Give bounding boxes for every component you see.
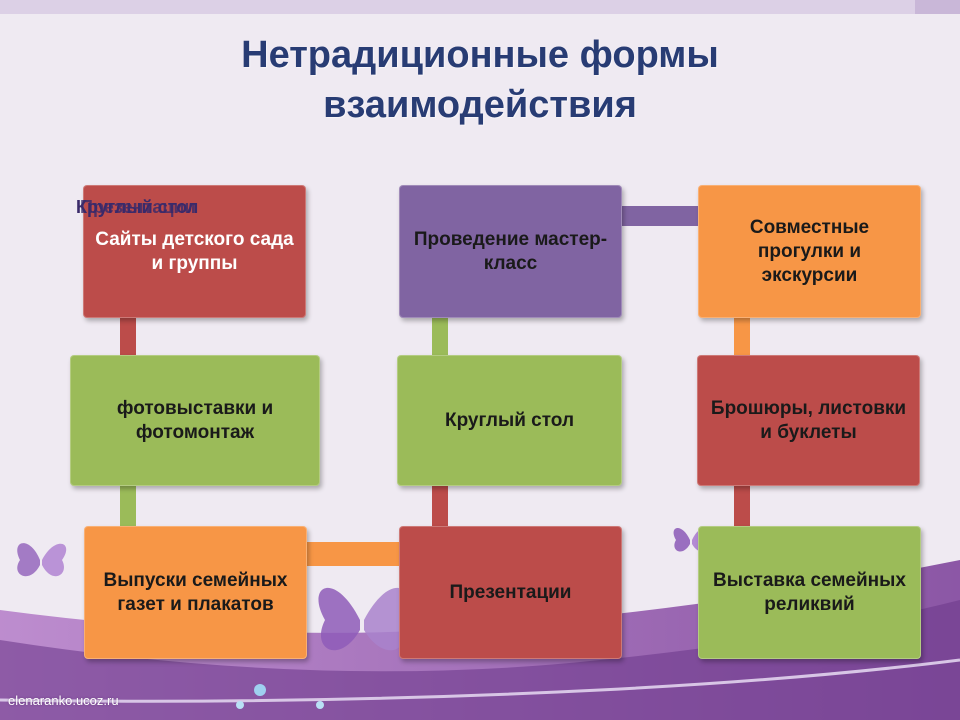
overlap-label-presentations: Презентации	[80, 197, 196, 217]
box-photo: фотовыставки и фотомонтаж	[70, 355, 320, 486]
box-presentations: Презентации	[399, 526, 622, 659]
connector	[734, 318, 750, 356]
box-roundtable-label: Круглый стол	[444, 409, 575, 431]
title-line-1: Нетрадиционные формы	[241, 34, 719, 76]
box-newspapers-label: Выпуски семейных газет и плакатов	[103, 569, 288, 615]
box-sites-label: Сайты детского сада и группы	[95, 228, 294, 274]
butterfly-icon	[17, 543, 67, 577]
box-brochures: Брошюры, листовки и буклеты	[697, 355, 920, 486]
connector	[432, 318, 448, 356]
box-masterclass-label: Проведение мастер-класс	[413, 228, 608, 274]
box-presentations-label: Презентации	[449, 581, 572, 603]
box-brochures-label: Брошюры, листовки и буклеты	[710, 397, 907, 443]
box-masterclass: Проведение мастер-класс	[399, 185, 622, 318]
box-relics: Выставка семейных реликвий	[698, 526, 921, 659]
bottom-swoosh-dark	[0, 600, 960, 720]
connector	[734, 486, 750, 526]
box-walks: Совместные прогулки и экскурсии	[698, 185, 921, 318]
box-roundtable: Круглый стол	[397, 355, 622, 486]
swoosh-highlight	[0, 658, 960, 703]
connector	[120, 318, 136, 356]
butterfly-icon	[318, 587, 407, 651]
box-relics-label: Выставка семейных реликвий	[713, 569, 906, 615]
box-sites: Сайты детского сада и группы	[83, 185, 306, 318]
box-walks-label: Совместные прогулки и экскурсии	[749, 216, 870, 286]
connector	[307, 542, 400, 566]
top-strip	[0, 0, 960, 14]
connector	[432, 486, 448, 526]
box-photo-label: фотовыставки и фотомонтаж	[116, 397, 274, 443]
connector	[622, 206, 699, 226]
connector	[120, 486, 136, 526]
footer-watermark: elenaranko.ucoz.ru	[8, 693, 119, 708]
slide-title: Нетрадиционные формы взаимодействия	[100, 30, 860, 130]
top-strip-corner	[915, 0, 960, 14]
title-line-2: взаимодействия	[323, 84, 637, 126]
box-newspapers: Выпуски семейных газет и плакатов	[84, 526, 307, 659]
overlap-label-roundtable: Круглый стол	[76, 197, 199, 217]
